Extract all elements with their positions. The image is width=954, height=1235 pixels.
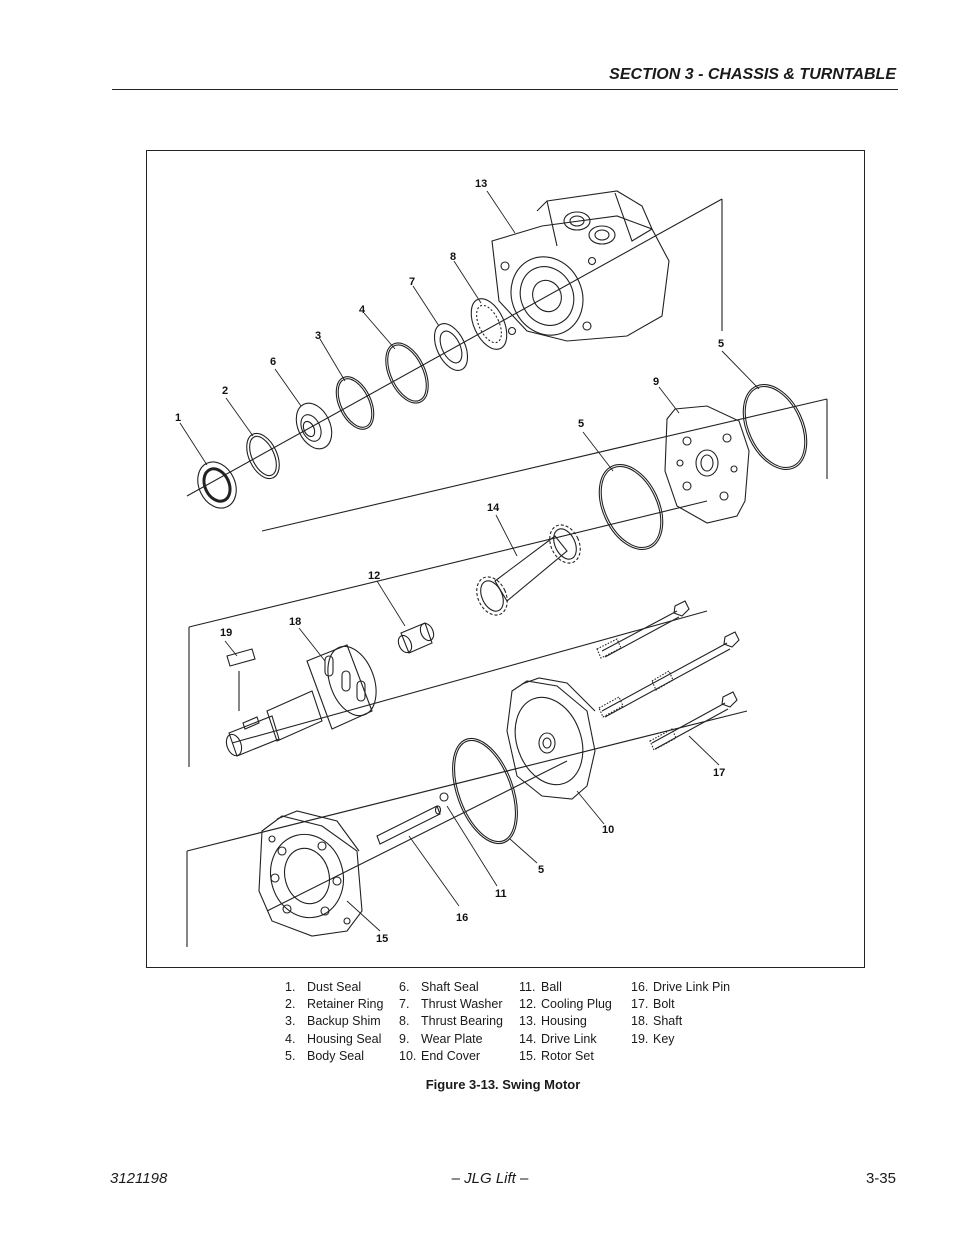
housing-seal-part (385, 342, 429, 404)
callout-9: 9 (653, 376, 659, 388)
retainer-ring-part (246, 432, 280, 480)
callout-10: 10 (602, 824, 614, 836)
legend-item: 13.Housing (519, 1014, 587, 1029)
legend-item: 8.Thrust Bearing (399, 1014, 503, 1029)
callout-5-lower: 5 (538, 864, 544, 876)
section-title: SECTION 3 - CHASSIS & TURNTABLE (609, 66, 896, 83)
legend-item: 5.Body Seal (285, 1048, 364, 1063)
legend-item: 18.Shaft (631, 1014, 683, 1029)
dust-seal-part (197, 461, 237, 509)
body-seal-part-lower (452, 737, 518, 845)
callout-5-upper: 5 (718, 338, 724, 350)
legend-column-4: 16.Drive Link Pin 17.Bolt 18.Shaft 19.Ke… (631, 980, 730, 1066)
callout-16: 16 (456, 912, 468, 924)
doc-number: 3121198 (110, 1170, 168, 1187)
legend-item: 14.Drive Link (519, 1031, 597, 1046)
body-seal-part-middle (598, 463, 664, 551)
end-cover-part (506, 677, 596, 800)
figure-frame: 1 2 6 3 4 7 8 13 5 9 5 14 12 18 19 17 10… (146, 150, 865, 968)
legend-column-3: 11.Ball 12.Cooling Plug 13.Housing 14.Dr… (519, 980, 631, 1066)
cooling-plug-part (397, 622, 435, 654)
callout-19: 19 (220, 627, 232, 639)
legend-item: 3.Backup Shim (285, 1014, 381, 1029)
callout-7: 7 (409, 276, 415, 288)
legend-item: 9.Wear Plate (399, 1031, 483, 1046)
legend-item: 10.End Cover (399, 1048, 481, 1063)
legend-item: 19.Key (631, 1031, 675, 1046)
body-seal-part-upper (742, 383, 808, 471)
header-rule (112, 89, 898, 90)
figure-caption: Figure 3-13. Swing Motor (425, 1077, 581, 1092)
drive-link-part (476, 524, 581, 616)
legend-item: 12.Cooling Plug (519, 997, 612, 1012)
callout-17: 17 (713, 767, 725, 779)
legend-item: 15.Rotor Set (519, 1048, 594, 1063)
shaft-seal-part (295, 402, 333, 450)
wear-plate-part (664, 405, 750, 524)
housing-part (491, 190, 670, 342)
callout-1: 1 (175, 412, 181, 424)
exploded-view-drawing: 1 2 6 3 4 7 8 13 5 9 5 14 12 18 19 17 10… (175, 178, 828, 947)
callout-13: 13 (475, 178, 487, 190)
legend-item: 2.Retainer Ring (285, 997, 384, 1012)
callout-5-middle: 5 (578, 418, 584, 430)
callout-6: 6 (270, 356, 276, 368)
bolt-part-1 (596, 600, 690, 659)
key-part (226, 648, 256, 711)
legend-item: 17.Bolt (631, 997, 675, 1012)
callout-14: 14 (487, 502, 500, 514)
thrust-washer-part (433, 323, 469, 371)
thrust-bearing-part (470, 298, 508, 350)
callout-2: 2 (222, 385, 228, 397)
callout-18: 18 (289, 616, 301, 628)
shaft-part (225, 644, 377, 757)
callout-8: 8 (450, 251, 456, 263)
rotor-set-part (258, 810, 363, 937)
brand-footer: – JLG Lift – (451, 1170, 529, 1187)
callout-15: 15 (376, 933, 388, 945)
bolt-part-3 (649, 691, 738, 751)
legend-item: 4.Housing Seal (285, 1031, 382, 1046)
callout-11: 11 (495, 888, 507, 900)
bolt-part-2 (598, 631, 740, 718)
page-number: 3-35 (865, 1170, 896, 1187)
legend-item: 16.Drive Link Pin (631, 980, 731, 994)
callout-3: 3 (315, 330, 321, 342)
callout-12: 12 (368, 570, 380, 582)
ball-part (439, 792, 449, 802)
legend-column-1: 1.Dust Seal 2.Retainer Ring 3.Backup Shi… (285, 980, 399, 1066)
callout-4: 4 (359, 304, 366, 316)
parts-legend: 1.Dust Seal 2.Retainer Ring 3.Backup Shi… (285, 980, 730, 1066)
drive-link-pin-part (376, 805, 442, 845)
legend-item: 1.Dust Seal (285, 980, 362, 994)
legend-column-2: 6.Shaft Seal 7.Thrust Washer 8.Thrust Be… (399, 980, 519, 1066)
legend-item: 6.Shaft Seal (399, 980, 479, 994)
legend-item: 7.Thrust Washer (399, 997, 503, 1012)
legend-item: 11.Ball (519, 980, 562, 994)
